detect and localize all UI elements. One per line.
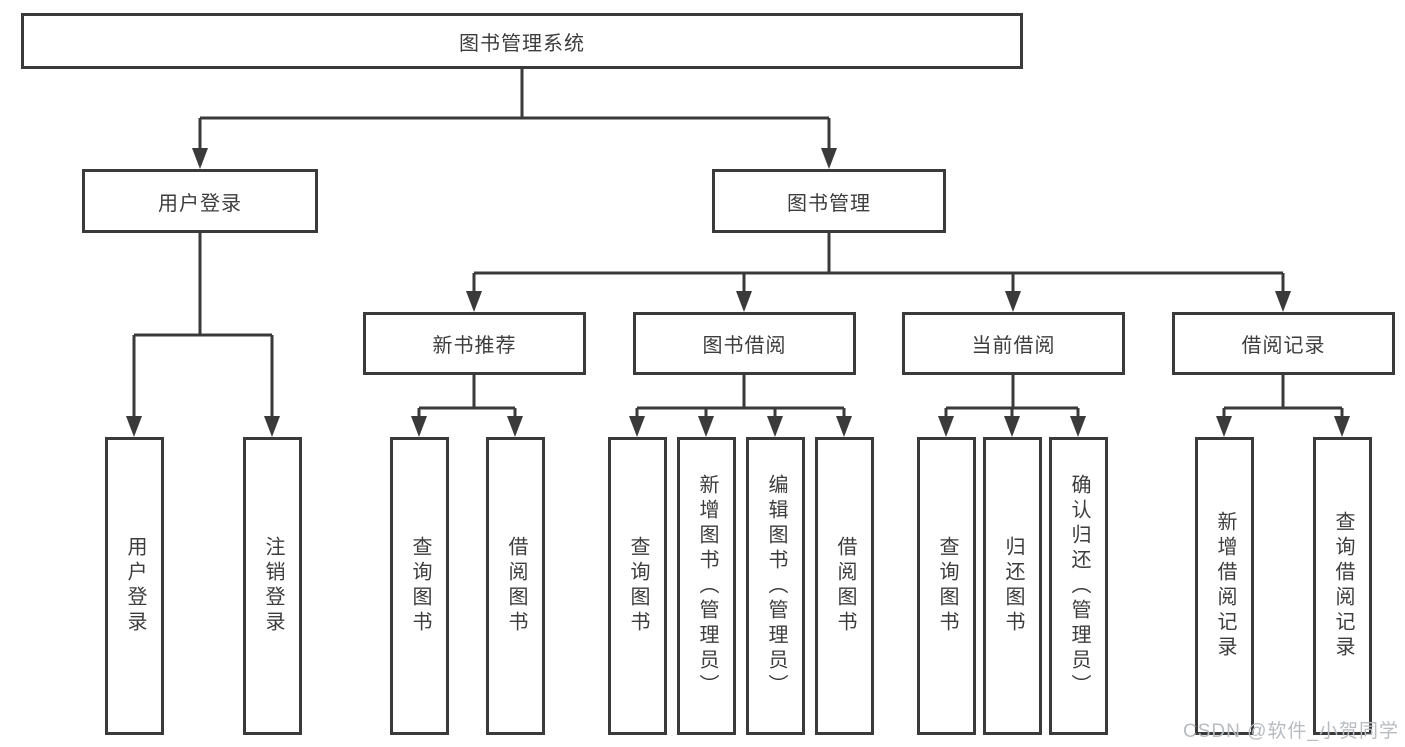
node-edit-books-admin: 编辑图书（管理员） [746,437,805,735]
node-user-login: 用户登录 [82,169,318,233]
node-logout: 注销登录 [243,437,302,735]
node-book-management: 图书管理 [712,169,946,233]
node-query-borrow-record: 查询借阅记录 [1313,437,1372,735]
node-query-books-current: 查询图书 [917,437,976,735]
node-borrow-books-borrowing: 借阅图书 [815,437,874,735]
node-add-books-admin: 新增图书（管理员） [677,437,736,735]
arrowhead-icons [126,148,1350,437]
node-borrowing-records: 借阅记录 [1172,312,1395,375]
node-library-management-system: 图书管理系统 [21,13,1023,69]
node-return-books: 归还图书 [983,437,1042,735]
node-user-login-action: 用户登录 [105,437,164,735]
node-add-borrow-record: 新增借阅记录 [1195,437,1254,735]
node-borrow-books-recommend: 借阅图书 [486,437,545,735]
node-new-book-recommend: 新书推荐 [363,312,586,375]
watermark: CSDN @软件_小贺同学 [1183,721,1399,742]
node-book-borrowing: 图书借阅 [633,312,856,375]
node-query-books-recommend: 查询图书 [390,437,449,735]
node-current-borrowing: 当前借阅 [902,312,1125,375]
node-confirm-return-admin: 确认归还（管理员） [1049,437,1108,735]
node-query-books-borrowing: 查询图书 [608,437,667,735]
